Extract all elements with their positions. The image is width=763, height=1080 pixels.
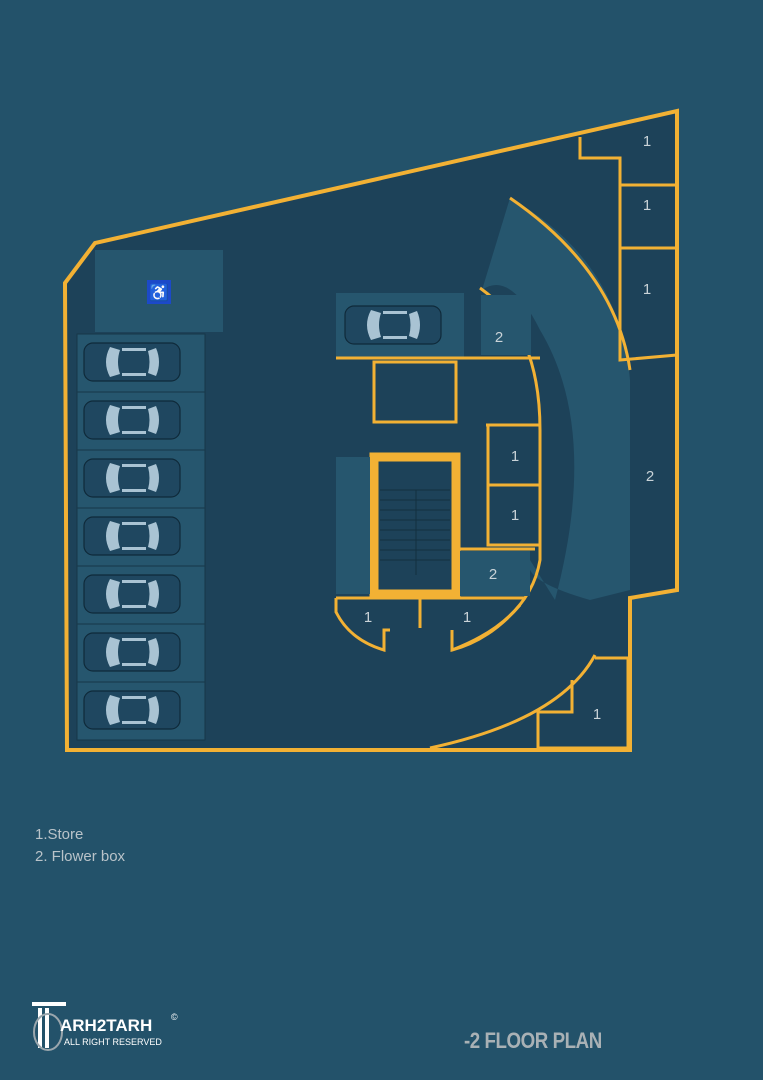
label-flower-box: 2 (489, 566, 497, 583)
label-flower-box: 2 (646, 468, 654, 485)
ramp (482, 198, 630, 600)
label-store: 1 (643, 281, 651, 298)
flower-box (481, 295, 531, 355)
parked-car (83, 632, 181, 672)
parked-car (83, 458, 181, 498)
column-logo-icon (32, 1002, 66, 1051)
label-store: 1 (643, 133, 651, 150)
wheelchair-icon: ♿ (149, 283, 169, 302)
room-labels: 1 1 1 2 2 1 1 2 1 1 1 (364, 133, 654, 723)
label-store: 1 (511, 448, 519, 465)
parked-car (83, 342, 181, 382)
label-store: 1 (364, 609, 372, 626)
legend-item: 2. Flower box (35, 848, 126, 865)
label-store: 1 (643, 197, 651, 214)
parked-car (83, 574, 181, 614)
page-title: -2 FLOOR PLAN (464, 1028, 602, 1053)
logo: ARH2TARH © ALL RIGHT RESERVED (30, 1000, 190, 1052)
parked-car (83, 690, 181, 730)
logo-brand: ARH2TARH (60, 1016, 153, 1035)
logo-copyright: © (171, 1012, 178, 1022)
label-flower-box: 2 (495, 329, 503, 346)
legend: 1.Store 2. Flower box (35, 824, 125, 868)
parked-car (344, 305, 442, 345)
outer-wall (62, 108, 679, 752)
parked-car (83, 516, 181, 556)
legend-item: 1.Store (35, 826, 84, 843)
label-store: 1 (511, 507, 519, 524)
logo-subtitle: ALL RIGHT RESERVED (64, 1037, 162, 1047)
label-store: 1 (463, 609, 471, 626)
accessible-parking-icon (147, 280, 171, 304)
stairs (380, 489, 450, 575)
label-store: 1 (593, 706, 601, 723)
stair-core (369, 452, 461, 599)
parked-car (83, 400, 181, 440)
